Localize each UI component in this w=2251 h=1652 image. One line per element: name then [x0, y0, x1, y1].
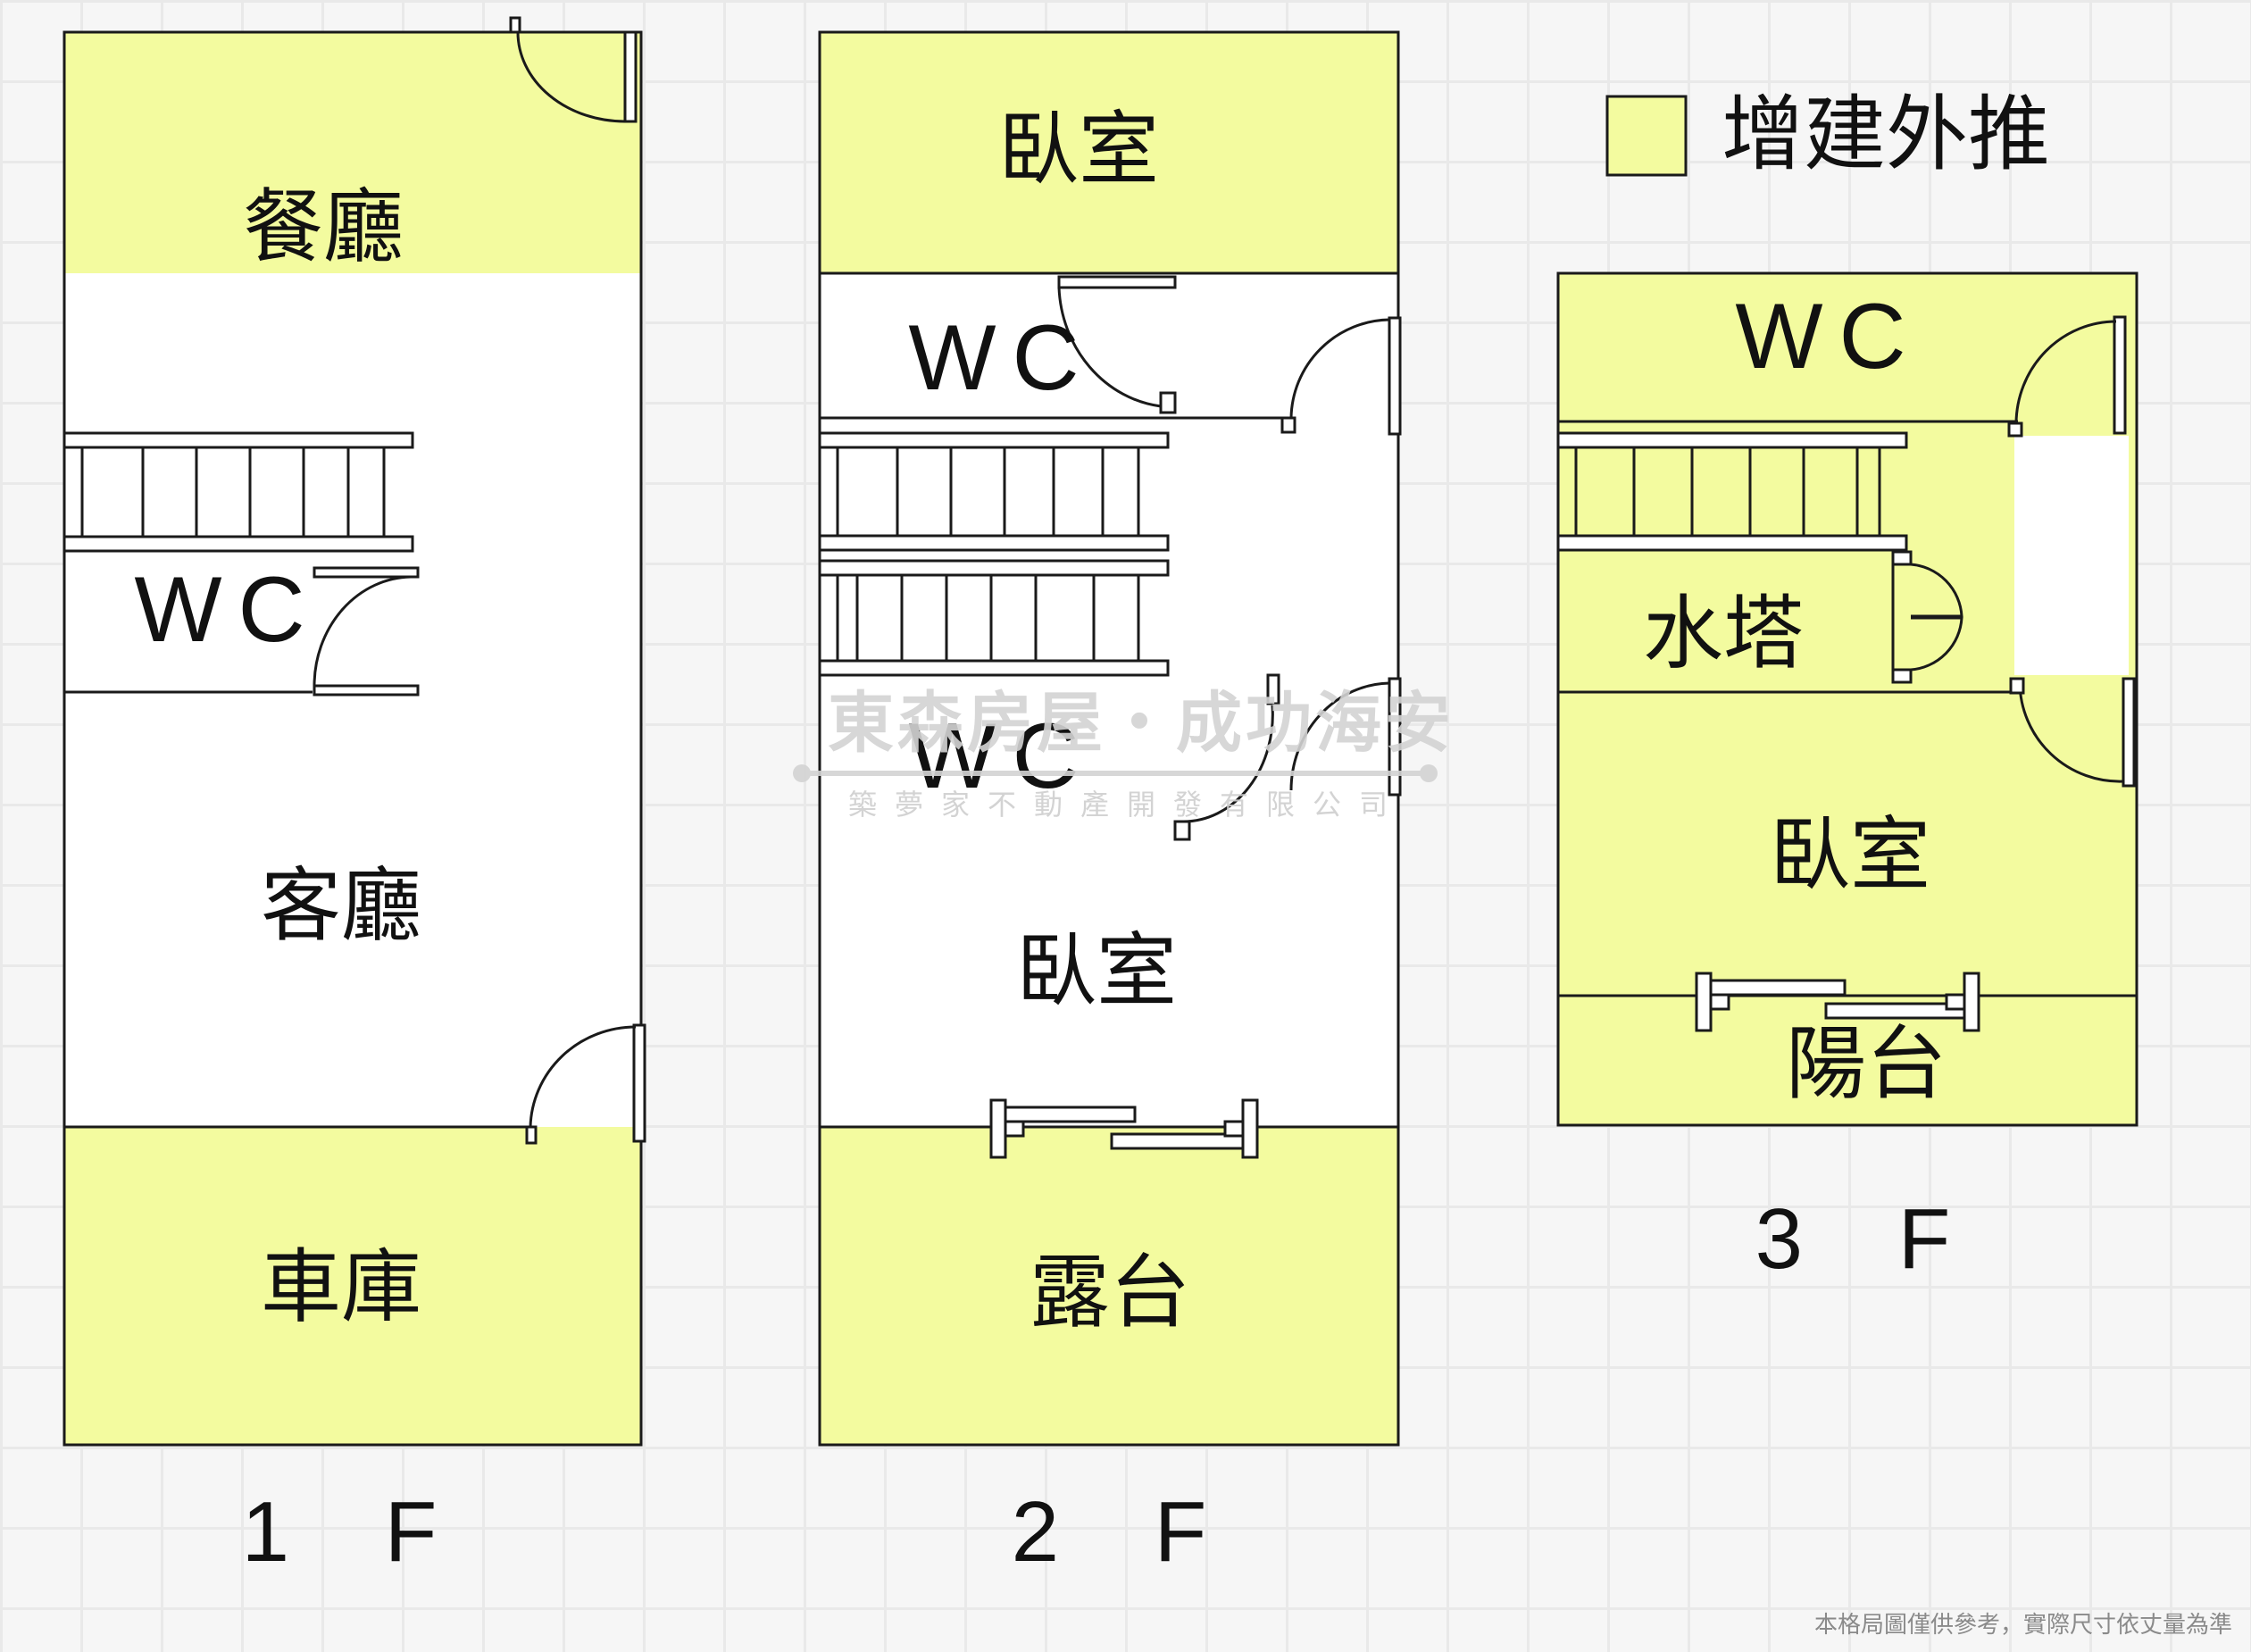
legend-swatch — [1605, 95, 1688, 177]
floor-3f-outline — [1556, 271, 2138, 1127]
room-garage-label: 車庫 — [261, 1240, 421, 1334]
floor-2f-label: 2 F — [1012, 1484, 1243, 1580]
door-2f-hall — [1280, 316, 1402, 436]
door-3f-water-tower — [1891, 550, 1963, 684]
window-2f-terrace — [989, 1098, 1259, 1159]
legend-label: 增建外推 — [1722, 87, 2050, 182]
room-wc-mid-label: WC — [908, 705, 1095, 808]
hall-opening — [2014, 436, 2129, 675]
floor-1f-outline — [63, 30, 643, 1447]
floor-1f: 餐廳 WC 客廳 車庫 1 F — [63, 16, 646, 1580]
stair-3f — [1556, 431, 1908, 552]
door-3f-bedroom — [2009, 677, 2136, 788]
door-2f-wc-top — [1057, 275, 1177, 414]
zone-dining-extension — [64, 32, 641, 273]
zone-bedroom-extension — [820, 32, 1398, 273]
floor-2f: 臥室 WC WC 臥室 露台 2 F — [818, 30, 1402, 1580]
room-wc-top-label: WC — [908, 306, 1095, 410]
zone-terrace-extension — [820, 1127, 1398, 1445]
window-3f-balcony — [1695, 972, 1980, 1032]
room-terrace-label: 露台 — [1030, 1246, 1190, 1339]
room-wc-label: WC — [1735, 285, 1922, 388]
door-3f-wc — [2007, 315, 2127, 438]
room-balcony-label: 陽台 — [1786, 1017, 1947, 1111]
floor-3f-label: 3 F — [1755, 1191, 1987, 1287]
room-living-label: 客廳 — [261, 859, 421, 953]
zone-garage-extension — [64, 1127, 641, 1445]
door-2f-bedroom — [1289, 677, 1402, 797]
floor-3f: WC 水塔 臥室 陽台 3 F — [1556, 271, 2138, 1287]
stair-1f — [63, 431, 414, 553]
room-bedroom-label: 臥室 — [1770, 808, 1930, 902]
room-bedroom-bottom-label: 臥室 — [1016, 924, 1177, 1018]
watermark-main: 東森房屋・成功海安 — [828, 685, 1455, 762]
door-1f-wc — [313, 566, 420, 697]
legend: 增建外推 — [1605, 87, 2050, 182]
room-wc-label: WC — [134, 558, 321, 662]
floor-3f-interior — [1558, 273, 2137, 1125]
room-dining-label: 餐廳 — [243, 180, 404, 274]
watermark-sub: 築夢家不動產開發有限公司 — [848, 788, 1405, 822]
door-1f-top — [509, 16, 638, 123]
room-water-tower-label: 水塔 — [1643, 587, 1804, 680]
room-bedroom-top-label: 臥室 — [998, 103, 1159, 196]
watermark: 東森房屋・成功海安 築夢家不動產開發有限公司 — [793, 685, 1455, 822]
stair-2f — [818, 431, 1170, 677]
disclaimer-text: 本格局圖僅供參考，實際尺寸依丈量為準 — [1814, 1612, 2232, 1639]
floor-1f-label: 1 F — [242, 1484, 473, 1580]
door-1f-entry — [525, 1023, 646, 1145]
door-2f-wc-mid — [1173, 673, 1280, 841]
